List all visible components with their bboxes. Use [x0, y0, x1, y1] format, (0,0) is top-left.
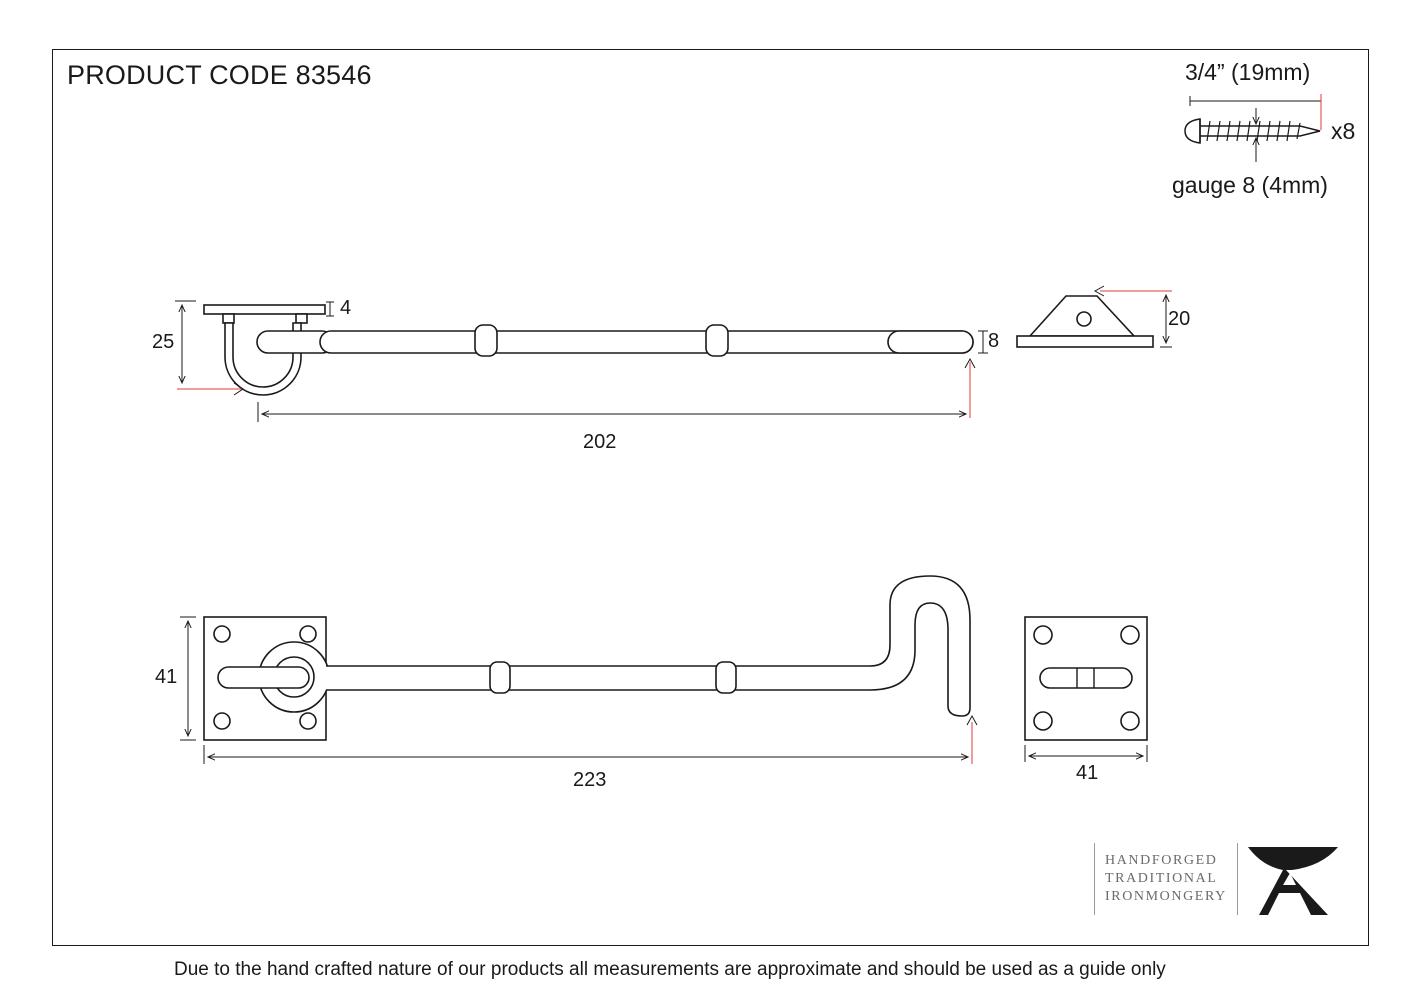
dimension-front-length: 223 [573, 769, 607, 791]
screw-length-label: 3/4” (19mm) [1185, 59, 1311, 85]
brand-wordmark: HANDFORGED TRADITIONAL IRONMONGERY [1105, 852, 1227, 906]
brand-line-3: IRONMONGERY [1105, 889, 1227, 904]
front-view [203, 575, 1148, 741]
dimension-eye-height: 20 [1168, 308, 1191, 330]
drawing-frame [52, 49, 1369, 946]
dimension-keep-plate-width: 41 [1076, 762, 1099, 784]
product-code: PRODUCT CODE 83546 [67, 60, 372, 90]
brand-line-2: TRADITIONAL [1105, 871, 1218, 886]
anvil-icon [1248, 847, 1338, 915]
screw-gauge-label: gauge 8 (4mm) [1172, 172, 1328, 198]
dimension-side-length: 202 [583, 431, 617, 453]
side-view [203, 295, 1154, 396]
front-view-dimensions [180, 616, 1148, 764]
dimension-side-height: 25 [152, 331, 175, 353]
screw-illustration [1184, 94, 1322, 162]
brand-divider-left [1094, 843, 1095, 915]
dimension-plate-width: 41 [155, 666, 178, 688]
side-view-dimensions [175, 285, 1172, 422]
screw-quantity-label: x8 [1331, 118, 1356, 144]
disclaimer-note: Due to the hand crafted nature of our pr… [174, 959, 1166, 980]
brand-line-1: HANDFORGED [1105, 853, 1218, 868]
dimension-plate-thickness: 4 [340, 297, 352, 319]
brand-divider-right [1237, 843, 1238, 915]
dimension-rod-diameter: 8 [988, 330, 1000, 352]
